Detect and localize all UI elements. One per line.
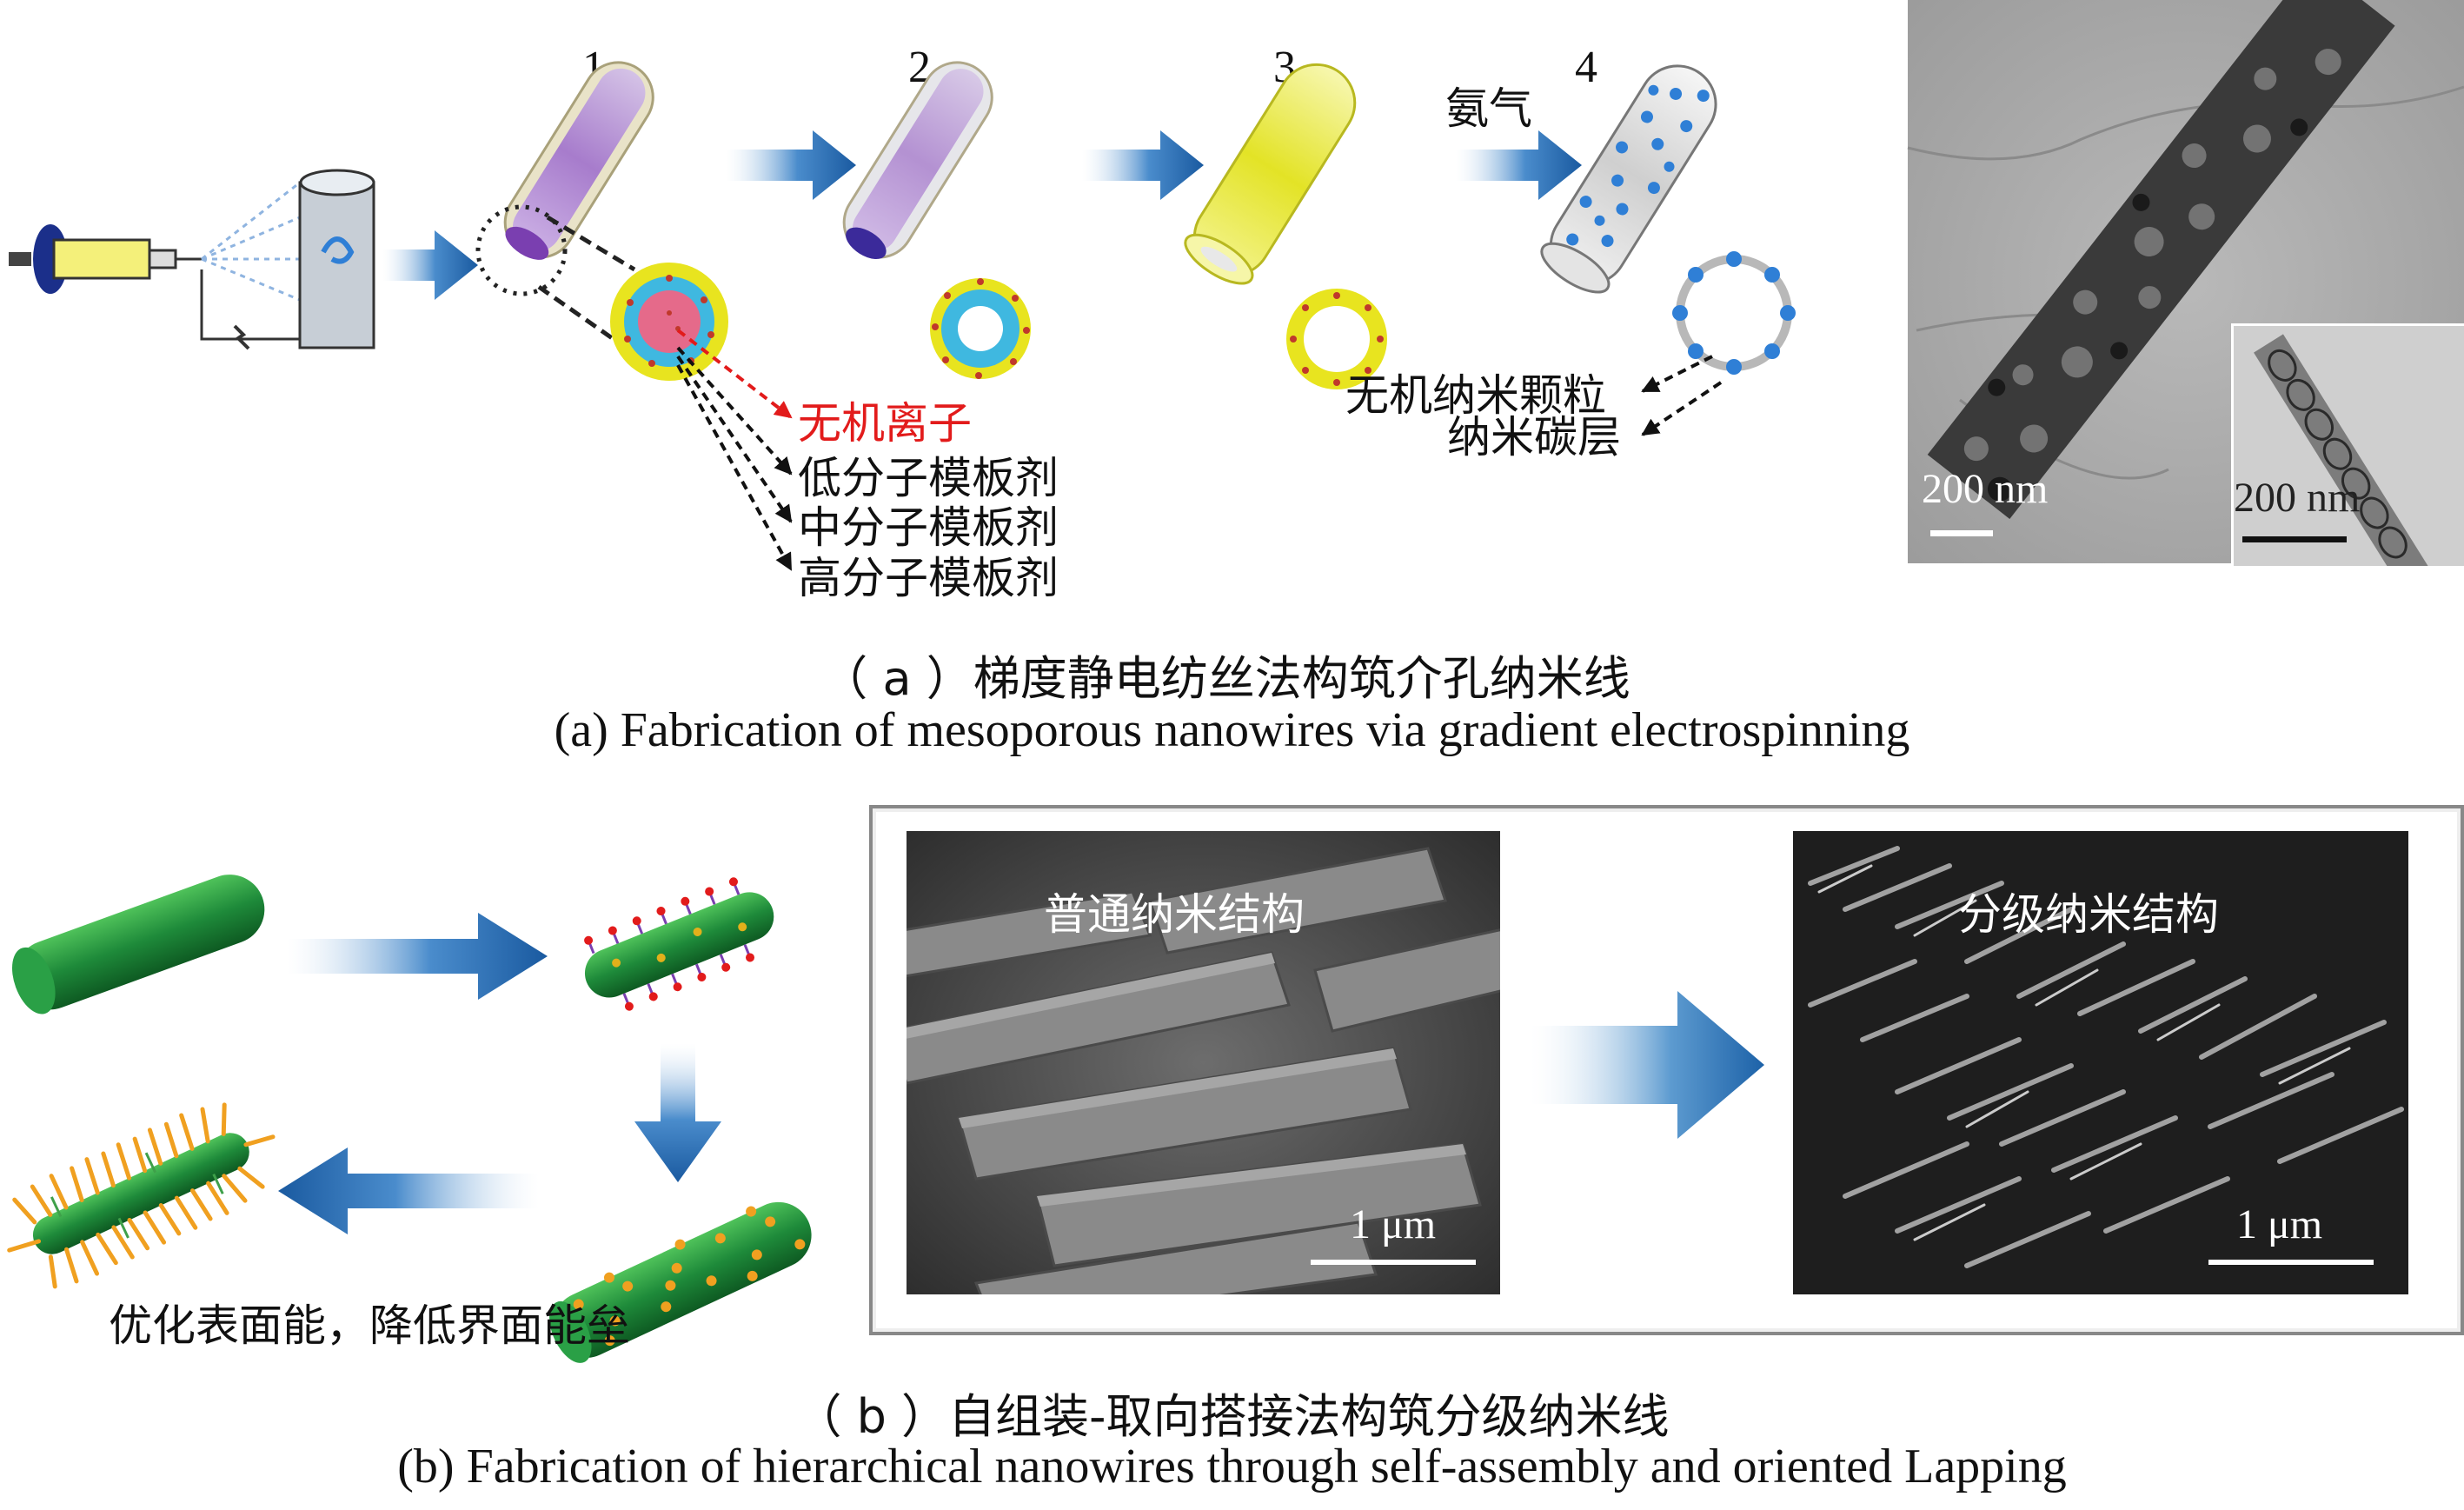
tem-inset: 200 nm bbox=[2231, 323, 2464, 566]
panel-a: 1 2 3 4 无机离子 低分子模板剂 中分子模板剂 高分子模板剂 bbox=[9, 0, 2464, 757]
sem-left-title: 普通纳米结构 bbox=[1044, 889, 1305, 940]
zoom-lines bbox=[537, 215, 636, 350]
caption-a-en: (a) Fabrication of mesoporous nanowires … bbox=[554, 703, 1910, 757]
tem-inset-scale-label: 200 nm bbox=[2234, 475, 2361, 521]
label-inorganic-ions: 无机离子 bbox=[798, 398, 972, 449]
nanofiber-step3 bbox=[1184, 63, 1357, 285]
sem-right-scale-label: 1 μm bbox=[2236, 1201, 2323, 1247]
tem-scale-bar bbox=[1930, 530, 1993, 536]
arrow-down bbox=[634, 1043, 721, 1182]
arrow-step1-to-step2 bbox=[726, 130, 856, 200]
arrow-step3-to-step4 bbox=[1456, 130, 1582, 200]
caption-b-cn: （ b ）自组装-取向搭接法构筑分级纳米线 bbox=[794, 1389, 1670, 1444]
cross-section-step1 bbox=[610, 263, 728, 381]
caption-b-en: (b) Fabrication of hierarchical nanowire… bbox=[397, 1440, 2067, 1493]
electrospinning-apparatus bbox=[9, 169, 375, 350]
sem-image-left: 普通纳米结构 1 μm bbox=[907, 831, 1500, 1294]
tem-inset-scale-bar bbox=[2242, 536, 2347, 542]
nanofiber-step1 bbox=[475, 61, 654, 296]
tem-image: 200 nm 200 nm bbox=[1907, 0, 2464, 566]
arrow-rod-to-decorated bbox=[287, 913, 548, 1000]
arrow-to-step1 bbox=[382, 230, 478, 300]
sem-left-scale-label: 1 μm bbox=[1350, 1201, 1437, 1247]
green-nanorod bbox=[12, 875, 265, 1014]
label-mid-mw-template: 中分子模板剂 bbox=[798, 502, 1059, 553]
sem-frame bbox=[869, 805, 2464, 1335]
nanofiber-step2 bbox=[842, 61, 993, 260]
sem-right-scale-bar bbox=[2208, 1260, 2374, 1265]
cross-section-step4 bbox=[1672, 251, 1796, 375]
sem-image-right: 分级纳米结构 1 μm bbox=[1793, 831, 2408, 1294]
label-nano-carbon-layer: 纳米碳层 bbox=[1447, 412, 1621, 462]
arrow-step2-to-step3 bbox=[1082, 130, 1204, 200]
label-low-mw-template: 低分子模板剂 bbox=[798, 453, 1059, 503]
step4-label-arrows bbox=[1641, 355, 1723, 436]
sem-right-title: 分级纳米结构 bbox=[1958, 889, 2219, 940]
arrow-left bbox=[278, 1147, 539, 1234]
sem-left-scale-bar bbox=[1311, 1260, 1476, 1265]
nanofiber-step4 bbox=[1540, 64, 1717, 294]
label-high-mw-template: 高分子模板剂 bbox=[798, 553, 1059, 603]
hierarchical-rod bbox=[7, 1102, 276, 1289]
legend-arrows bbox=[676, 329, 793, 571]
caption-a-cn: （ a ）梯度静电纺丝法构筑介孔纳米线 bbox=[820, 651, 1630, 706]
label-ammonia: 氨气 bbox=[1445, 83, 1532, 134]
step-number-4: 4 bbox=[1575, 43, 1597, 92]
ion-decorated-rod bbox=[584, 877, 774, 1011]
tem-scale-label: 200 nm bbox=[1922, 466, 2049, 512]
cross-section-step2 bbox=[930, 278, 1031, 379]
label-inorganic-nanoparticles: 无机纳米颗粒 bbox=[1345, 370, 1606, 421]
cross-section-step3 bbox=[1286, 289, 1387, 389]
process-label: 优化表面能，降低界面能垒 bbox=[109, 1300, 630, 1351]
sem-arrow bbox=[1530, 991, 1764, 1139]
panel-b: 优化表面能，降低界面能垒 普通纳米结构 1 μm bbox=[0, 800, 2464, 1510]
particle-coated-rod bbox=[549, 1201, 812, 1363]
